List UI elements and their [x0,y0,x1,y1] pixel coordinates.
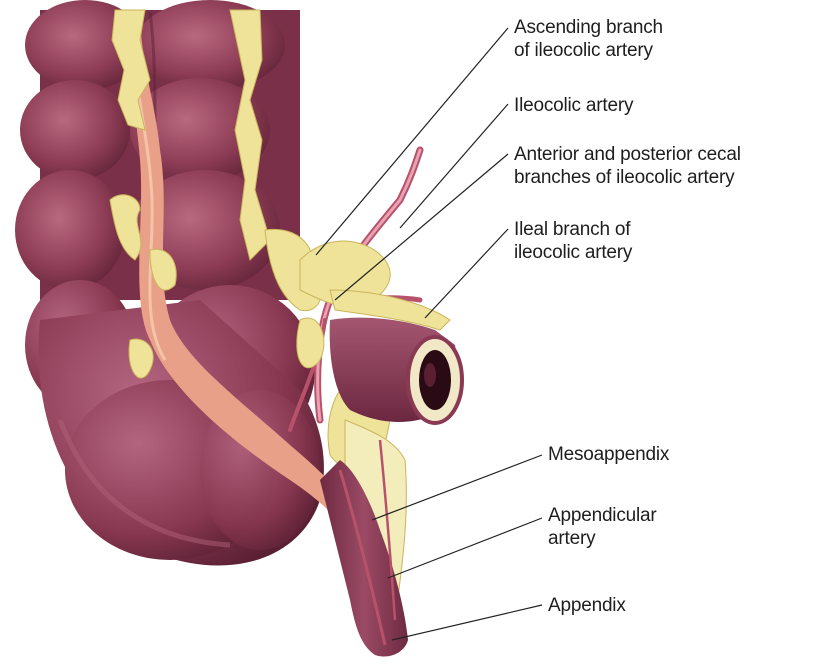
leader-appendix [392,605,542,640]
label-mesoappendix: Mesoappendix [548,443,669,466]
label-ileocolic-artery: Ileocolic artery [514,94,633,117]
terminal-ileum [330,318,462,423]
label-cecal-branches: Anterior and posterior cecal branches of… [514,143,741,189]
label-appendix: Appendix [548,594,626,617]
label-appendicular-artery: Appendicular artery [548,504,657,550]
leader-ascending-branch [316,28,508,255]
leader-ileal-branch [425,229,508,318]
label-ascending-branch: Ascending branch of ileocolic artery [514,16,663,62]
cecum [25,280,324,566]
leader-appendicular-artery [388,518,542,578]
leader-cecal-branches [335,154,508,300]
label-ileal-branch: Ileal branch of ileocolic artery [514,218,632,264]
